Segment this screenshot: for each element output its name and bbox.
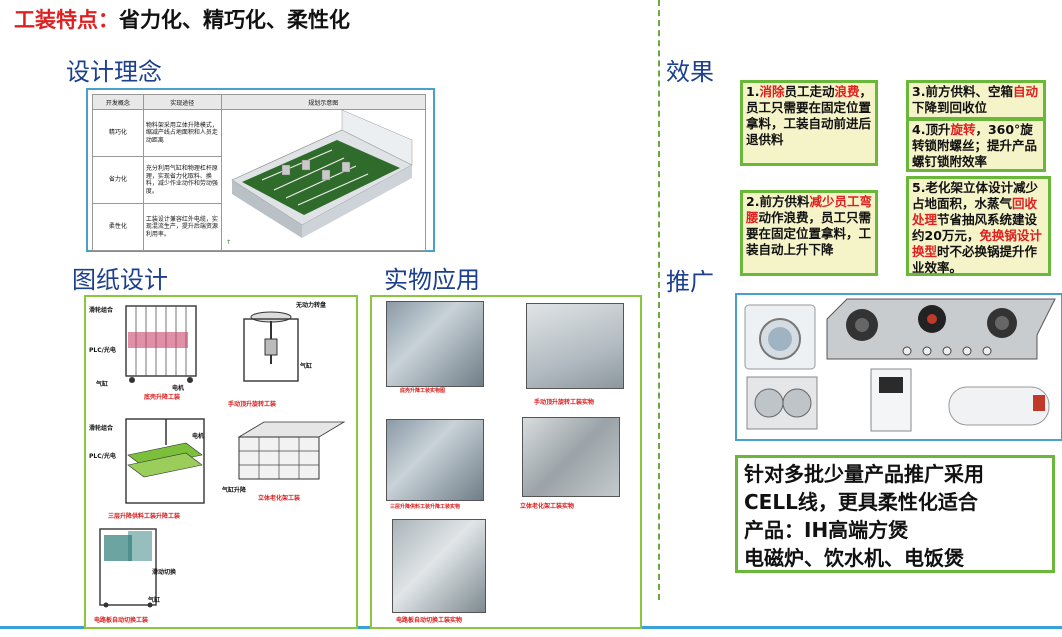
layout-render-cell: ↑ <box>220 109 427 251</box>
label-pulley: 滑轮组合 <box>89 307 114 314</box>
promotion-products-image <box>735 293 1062 441</box>
table-row: 柔性化 工装设计兼容红外电缆，实现混流生产，提升后端资源利用率。 <box>92 203 426 251</box>
concept-cell: 精巧化 <box>92 109 144 157</box>
method-cell: 物料架采用立体升降模式，缩减产线占地面积和人员走动距离 <box>142 109 222 157</box>
label-cylinder-5: 气缸 <box>148 597 161 604</box>
physical-application-panel: 底壳升降工装实物图 手动顶升旋转工装实物 三层升降供料工装升降工装实物 立体老化… <box>370 295 642 629</box>
caption-photo-three-layer: 三层升降供料工装升降工装实物 <box>390 504 461 510</box>
label-pulley-3: 滑轮组合 <box>89 425 114 432</box>
th-method: 实现途径 <box>142 94 222 110</box>
effect-note-3: 3.前方供料、空箱自动下降到回收位 <box>906 80 1046 120</box>
concept-table: 开发概念 实现途径 规划示意图 精巧化 物料架采用立体升降模式，缩减产线占地面积… <box>92 94 427 251</box>
label-motor-3: 电机 <box>192 433 205 440</box>
label-slide-switch: 滑动切换 <box>152 569 177 576</box>
aging-rack-drawing <box>237 421 346 480</box>
heading-drawing-design: 图纸设计 <box>72 266 168 294</box>
label-motor: 电机 <box>172 385 185 392</box>
summary-line: 电磁炉、饮水机、电饭煲 <box>744 546 964 570</box>
column-divider <box>658 0 660 600</box>
label-cylinder-2: 气缸 <box>300 363 313 370</box>
photo-rotary-fixture <box>526 303 624 389</box>
photo-three-layer-lift <box>386 419 484 501</box>
promotion-summary: 针对多批少量产品推广采用 CELL线，更具柔性化适合 产品：IH高端方煲 电磁炉… <box>735 455 1055 573</box>
label-cylinder-lift: 气缸升降 <box>222 487 247 494</box>
table-row: 精巧化 物料架采用立体升降模式，缩减产线占地面积和人员走动距离 <box>92 109 427 251</box>
three-layer-lift-drawing <box>125 418 205 504</box>
th-concept: 开发概念 <box>92 94 144 110</box>
caption-rotary-fixture: 手动顶升旋转工装 <box>228 401 277 408</box>
photo-pcb-switch <box>392 519 486 613</box>
label-plc: PLC/光电 <box>89 347 116 354</box>
effect-note-5: 5.老化架立体设计减少占地面积，水蒸气回收处理节省抽风系统建设约20万元，免换锅… <box>906 176 1051 276</box>
caption-photo-bottom-lift: 底壳升降工装实物图 <box>400 388 446 394</box>
method-cell: 工装设计兼容红外电缆，实现混流生产，提升后端资源利用率。 <box>142 203 222 251</box>
caption-three-layer-lift: 三层升降供料工装升降工装 <box>108 513 181 520</box>
page-title: 工装特点：省力化、精巧化、柔性化 <box>14 4 350 34</box>
summary-line: 针对多批少量产品推广采用 <box>744 462 984 486</box>
method-cell: 充分利用气缸和物理杠杆原理，实现省力化取料、换料，减少作业动作和劳动强度。 <box>142 156 222 204</box>
caption-pcb-switch: 电路板自动切换工装 <box>94 617 149 624</box>
caption-photo-pcb-switch: 电路板自动切换工装实物 <box>396 617 463 624</box>
concept-table-header: 开发概念 实现途径 规划示意图 <box>92 94 427 110</box>
summary-line: 产品：IH高端方煲 <box>744 518 909 542</box>
lift-rack-drawing <box>125 305 197 383</box>
heading-design-concept: 设计理念 <box>66 58 162 86</box>
summary-line: CELL线，更具柔性化适合 <box>744 490 978 514</box>
factory-layout-render: ↑ <box>226 110 413 246</box>
caption-photo-aging-rack: 立体老化架工装实物 <box>520 503 575 510</box>
pcb-switch-drawing <box>99 528 157 608</box>
effect-note-2: 2.前方供料减少员工弯腰动作浪费，员工只需要在固定位置拿料，工装自动上升下降 <box>740 190 878 276</box>
appliance-collage <box>744 298 1056 432</box>
concept-table-frame: 开发概念 实现途径 规划示意图 精巧化 物料架采用立体升降模式，缩减产线占地面积… <box>86 88 435 252</box>
th-diagram: 规划示意图 <box>220 94 427 110</box>
svg-text:↑: ↑ <box>226 239 231 246</box>
label-turntable: 无动力转盘 <box>296 302 327 309</box>
caption-aging-rack: 立体老化架工装 <box>258 495 301 502</box>
heading-physical-application: 实物应用 <box>384 266 480 294</box>
heading-promotion: 推广 <box>666 268 714 296</box>
photo-aging-rack <box>522 417 620 497</box>
rotary-fixture-drawing <box>243 311 299 382</box>
caption-photo-rotary-fixture: 手动顶升旋转工装实物 <box>534 399 595 406</box>
label-plc-3: PLC/光电 <box>89 453 116 460</box>
photo-bottom-lift <box>386 301 484 387</box>
effect-note-4: 4.顶升旋转，360°旋转锁附螺丝；提升产品螺钉锁附效率 <box>906 118 1046 172</box>
concept-cell: 柔性化 <box>92 203 144 251</box>
drawing-design-panel: 滑轮组合 PLC/光电 气缸 电机 底壳升降工装 无动力转盘 气缸 手动顶升旋转… <box>84 295 358 629</box>
label-cylinder: 气缸 <box>96 381 109 388</box>
table-row: 省力化 充分利用气缸和物理杠杆原理，实现省力化取料、换料，减少作业动作和劳动强度… <box>92 156 426 204</box>
title-prefix: 工装特点： <box>14 8 119 32</box>
title-features: 省力化、精巧化、柔性化 <box>119 8 350 32</box>
caption-bottom-lift: 底壳升降工装 <box>144 394 181 401</box>
concept-cell: 省力化 <box>92 156 144 204</box>
effect-note-1: 1.消除员工走动浪费，员工只需要在固定位置拿料，工装自动前进后退供料 <box>740 80 878 166</box>
heading-effect: 效果 <box>666 58 714 86</box>
